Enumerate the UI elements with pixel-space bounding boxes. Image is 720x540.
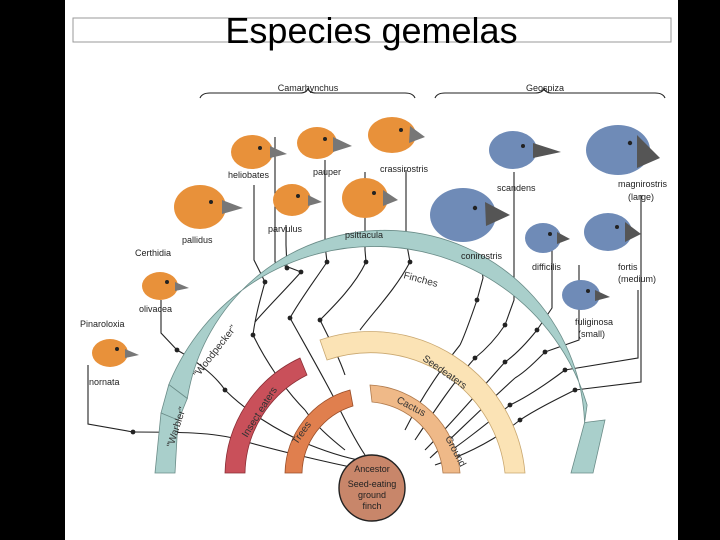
label-inornata: inornata [87, 377, 120, 387]
bird-crassirostris [368, 117, 425, 153]
bird-scandens [489, 131, 561, 169]
label-certhidia: Certhidia [135, 248, 171, 258]
label-parvulus: parvulus [268, 224, 303, 234]
bird-magnirostris [586, 125, 660, 175]
bird-inornata [92, 339, 139, 367]
label-fuliginosa-size: (small) [578, 329, 605, 339]
camarhynchus-label: Camarhynchus [278, 83, 339, 93]
insect-eaters-arc [224, 357, 308, 474]
ancestor-line4: finch [362, 501, 381, 511]
camarhynchus-brace [199, 87, 416, 99]
label-heliobates: heliobates [228, 170, 270, 180]
ancestor-circle [338, 454, 406, 522]
label-difficilis: difficilis [532, 262, 561, 272]
warbler-leg [154, 412, 179, 474]
bird-parvulus [273, 184, 322, 216]
label-crassirostris: crassirostris [380, 164, 429, 174]
finches-label: Finches [402, 270, 439, 290]
trees-arc [284, 389, 354, 474]
top-frame [72, 17, 672, 43]
bird-olivacea [142, 272, 189, 300]
bird-difficilis [525, 223, 570, 253]
bird-psittacula [342, 178, 398, 218]
cactus-ground-arc [369, 384, 461, 474]
label-fuliginosa: fuliginosa [575, 317, 613, 327]
ancestor-line1: Ancestor [354, 464, 390, 474]
arcs [154, 229, 606, 474]
seedeaters-arc [319, 331, 526, 474]
label-magnirostris-size: (large) [628, 192, 654, 202]
label-magnirostris: magnirostris [618, 179, 668, 189]
bird-conirostris [430, 188, 510, 242]
finches-leg [570, 419, 606, 474]
bird-heliobates [231, 135, 287, 169]
label-olivacea: olivacea [139, 304, 172, 314]
phylogeny-diagram: Camarhynchus Geospiza [72, 17, 672, 522]
label-pinaroloxia: Pinaroloxia [80, 319, 125, 329]
label-pallidus: pallidus [182, 235, 213, 245]
label-scandens: scandens [497, 183, 536, 193]
slide: Camarhynchus Geospiza [65, 0, 678, 540]
bird-pallidus [174, 185, 243, 229]
geospiza-label: Geospiza [526, 83, 564, 93]
label-fortis-size: (medium) [618, 274, 656, 284]
ancestor-line2: Seed-eating [348, 479, 397, 489]
label-conirostris: conirostris [461, 251, 503, 261]
label-psittacula: psittacula [345, 230, 383, 240]
slide-title: Especies gemelas [225, 10, 518, 51]
tree-nodes [130, 259, 578, 435]
label-pauper: pauper [313, 167, 341, 177]
label-fortis: fortis [618, 262, 638, 272]
geospiza-brace [434, 87, 666, 99]
finches-arc [168, 229, 588, 423]
bird-fortis [584, 213, 641, 251]
bird-pauper [297, 127, 352, 159]
ancestor-line3: ground [358, 490, 386, 500]
bird-fuliginosa [562, 280, 610, 310]
